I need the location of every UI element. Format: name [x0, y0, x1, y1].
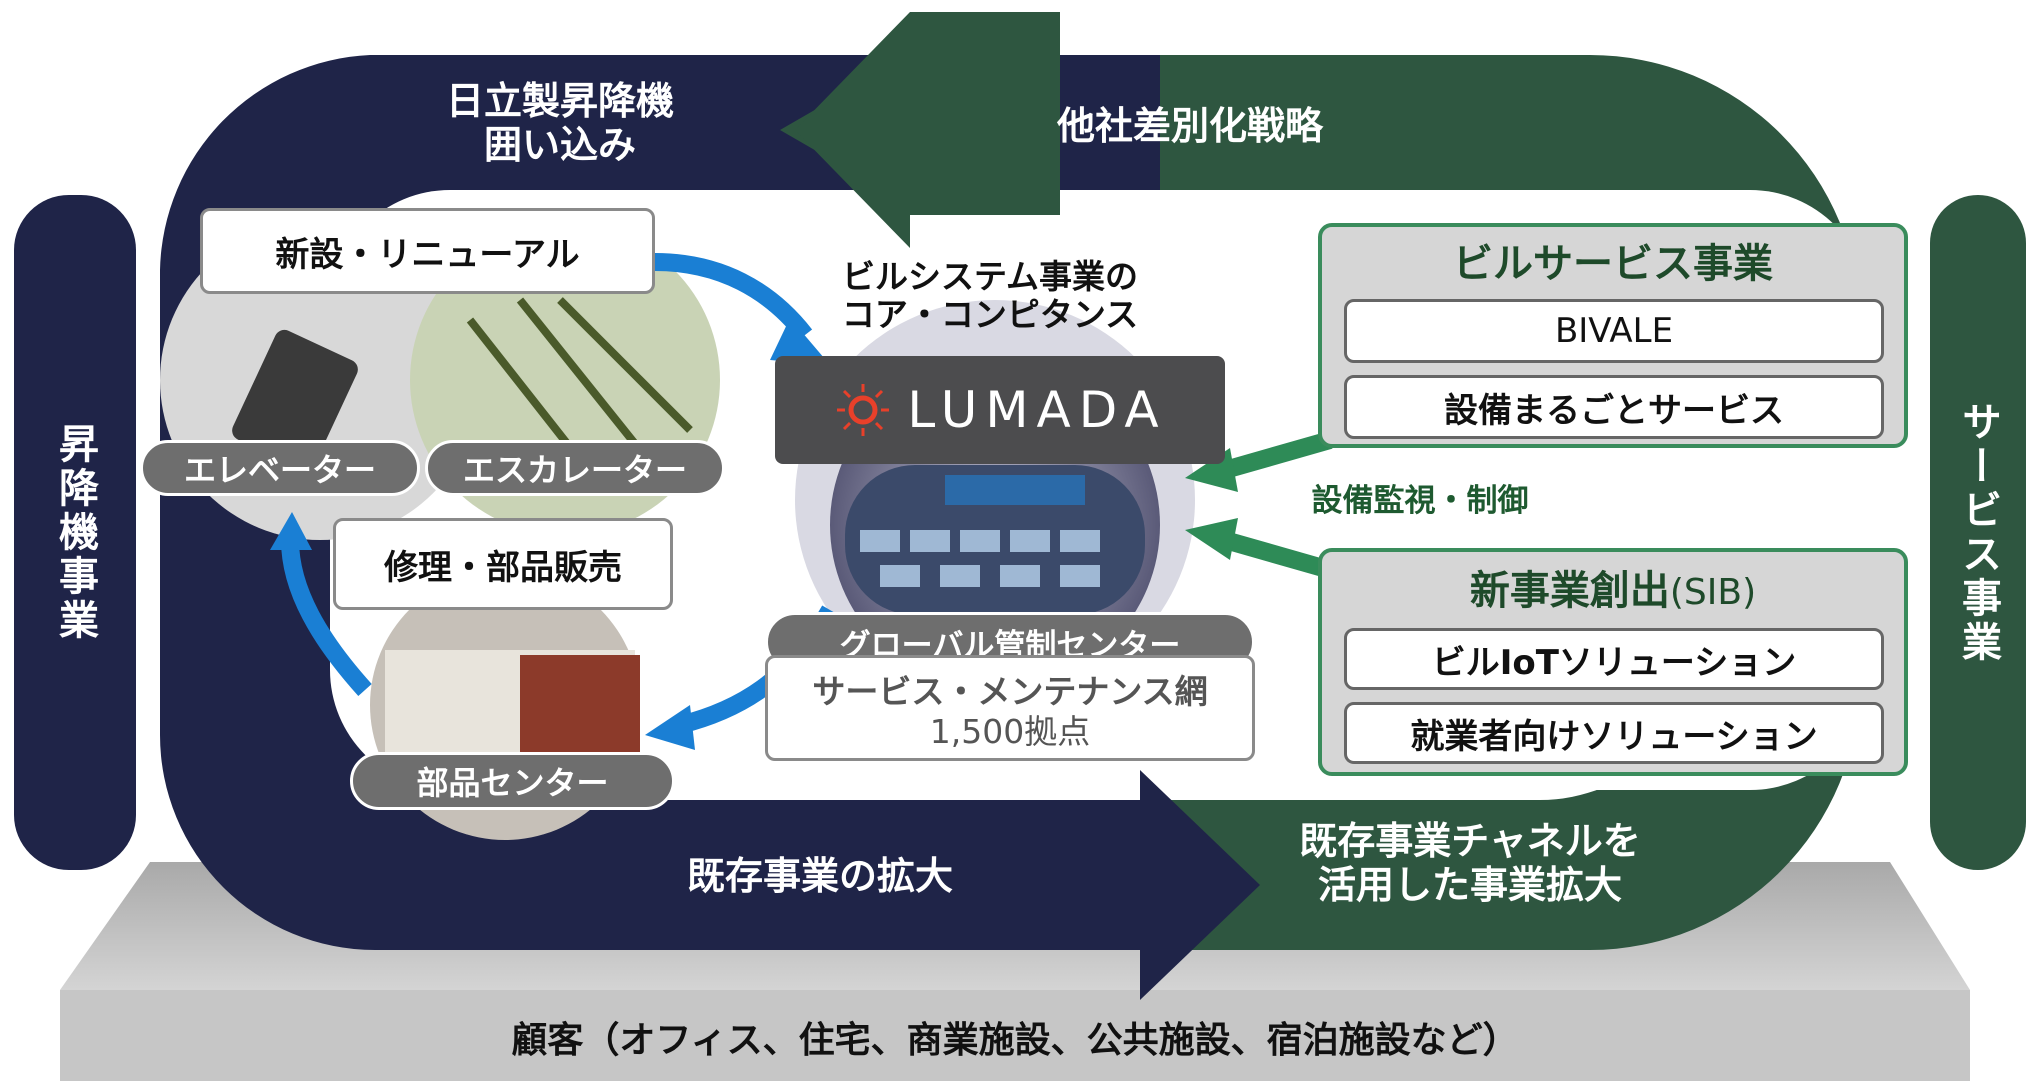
- equipment-service-item: 設備まるごとサービス: [1344, 375, 1884, 439]
- new-install-box: 新設・リニューアル: [200, 208, 655, 294]
- bivale-item: BIVALE: [1344, 299, 1884, 363]
- network-line2: 1,500拠点: [929, 711, 1091, 751]
- top-arrow-tip: [795, 12, 910, 248]
- monitoring-label: 設備監視・制御: [1311, 483, 1529, 519]
- escalator-steps: [466, 297, 693, 463]
- iot-solution-item: ビルIoTソリューション: [1344, 628, 1884, 690]
- top-right-arrow-label: 他社差別化戦略: [1056, 104, 1323, 148]
- blue-arrow-left-head: [270, 512, 312, 550]
- lumada-wordmark: LUMADA: [907, 381, 1167, 439]
- worker-solution-item: 就業者向けソリューション: [1344, 702, 1884, 764]
- repair-box: 修理・部品販売: [333, 518, 673, 610]
- blue-arrow-top-head: [770, 318, 830, 365]
- right-side-label: サービス事業: [1955, 400, 2001, 665]
- right-side-bar: サービス事業: [1930, 195, 2026, 870]
- top-left-label-line2: 囲い込み: [483, 122, 636, 167]
- left-side-label: 昇降機事業: [52, 422, 98, 643]
- network-box: サービス・メンテナンス網 1,500拠点: [765, 655, 1255, 761]
- building-service-title: ビルサービス事業: [1453, 241, 1773, 287]
- top-left-label-line1: 日立製昇降機: [445, 79, 674, 123]
- bottom-right-label-line2: 活用した事業拡大: [1317, 862, 1622, 907]
- core-title-line2: コア・コンピタンス: [841, 294, 1139, 334]
- green-arrow-2: [1222, 531, 1333, 579]
- new-business-panel: 新事業創出(SIB) ビルIoTソリューション 就業者向けソリューション: [1318, 548, 1908, 776]
- lumada-sun-icon: [837, 384, 890, 436]
- right-bar-shape: [1930, 195, 2026, 870]
- bottom-right-arrow-label: 既存事業チャネルを 活用した事業拡大: [1260, 819, 1680, 907]
- green-arrow-2-head: [1185, 518, 1238, 560]
- core-title-line1: ビルシステム事業の: [841, 257, 1138, 296]
- green-arrow-1: [1222, 431, 1333, 479]
- lumada-logo-box: LUMADA: [775, 356, 1225, 464]
- elevator-pill: エレベーター: [140, 440, 420, 496]
- new-business-title-suffix: (SIB): [1669, 572, 1757, 613]
- elevator-panel: [232, 329, 358, 471]
- left-side-bar: 昇降機事業: [14, 195, 136, 870]
- new-business-title-main: 新事業創出: [1469, 568, 1670, 614]
- bottom-left-arrow-label: 既存事業の拡大: [686, 854, 953, 898]
- blue-arrow-bottom-head: [645, 705, 695, 750]
- top-left-arrow-label: 日立製昇降機 囲い込み: [395, 79, 725, 167]
- blue-arrow-top: [654, 253, 813, 341]
- customer-platform-front: [60, 990, 1970, 1081]
- blue-arrow-left: [281, 539, 372, 697]
- parts-center-brick: [520, 655, 640, 770]
- control-room-screen: [945, 475, 1085, 505]
- core-competence-title: ビルシステム事業の コア・コンピタンス: [800, 258, 1180, 334]
- control-room-monitors: [860, 530, 1100, 587]
- left-bar-shape: [14, 195, 136, 870]
- bottom-right-label-line1: 既存事業チャネルを: [1299, 819, 1641, 863]
- parts-center-pill: 部品センター: [350, 752, 675, 810]
- customer-base-label: 顧客（オフィス、住宅、商業施設、公共施設、宿泊施設など）: [511, 1020, 1519, 1061]
- building-service-panel: ビルサービス事業 BIVALE 設備まるごとサービス: [1318, 223, 1908, 448]
- bottom-arrow-tip: [1140, 770, 1260, 1000]
- green-arrow-1-head: [1185, 448, 1238, 492]
- escalator-pill: エスカレーター: [425, 440, 725, 496]
- new-business-title: 新事業創出(SIB): [1322, 568, 1904, 614]
- network-line1: サービス・メンテナンス網: [812, 672, 1208, 711]
